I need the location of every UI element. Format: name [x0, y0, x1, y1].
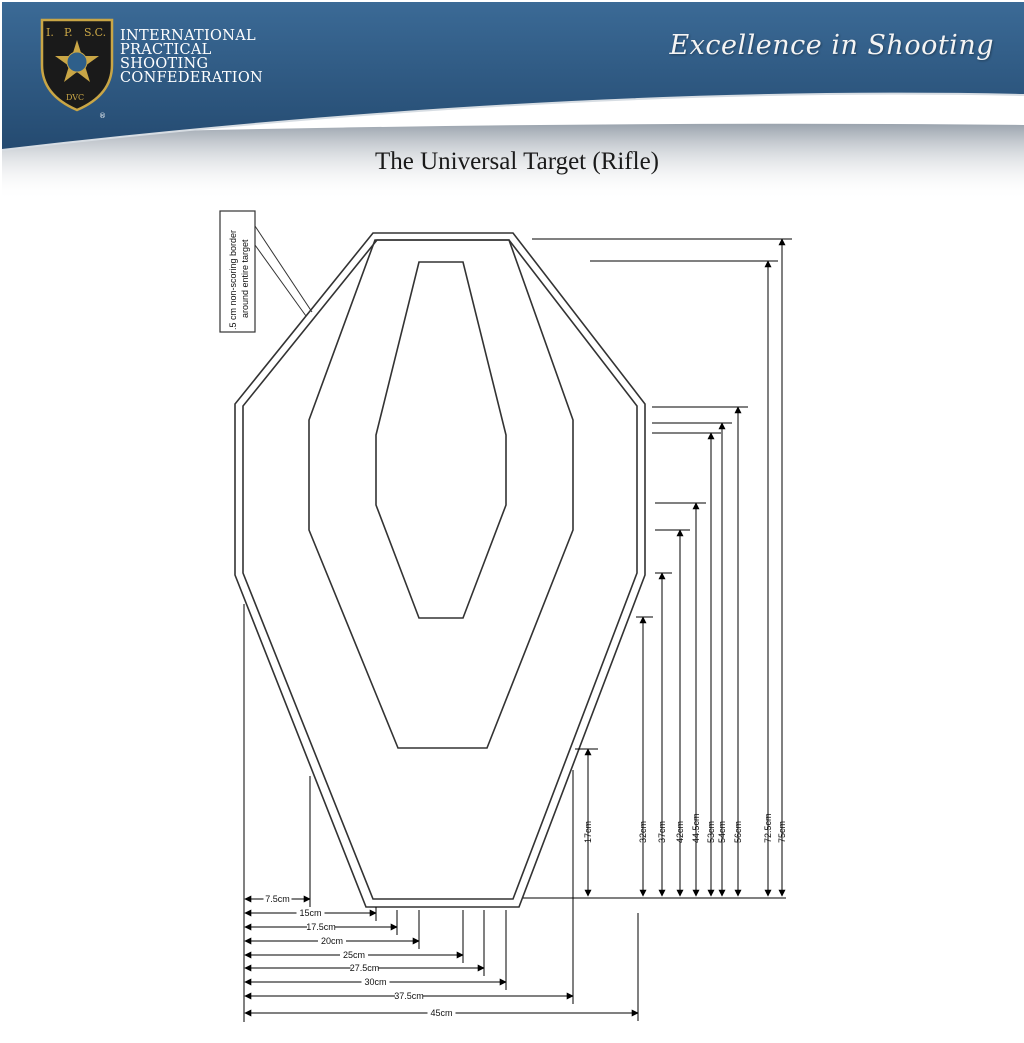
height-label: 44.5cm [691, 813, 701, 843]
scoring-zone-outer [242, 239, 638, 900]
width-label: 17.5cm [306, 922, 336, 932]
tagline: Excellence in Shooting [669, 30, 994, 61]
org-name-line: SHOOTING [120, 56, 209, 72]
callout-text-line2: around entire target [240, 239, 250, 318]
logo-registered: ® [99, 112, 106, 120]
border-callout: .5 cm non-scoring border around entire t… [219, 210, 313, 333]
width-label: 30cm [364, 977, 386, 987]
height-label: 17cm [583, 821, 593, 843]
height-label: 42cm [675, 821, 685, 843]
width-label-backing [395, 990, 423, 1001]
height-label: 72.5cm [763, 813, 773, 843]
page-title: The Universal Target (Rifle) [374, 148, 660, 175]
ipsc-logo-shield: I. P. S.C. DVC ® [40, 18, 114, 120]
scoring-zone-middle [308, 239, 574, 749]
outer-border [234, 232, 646, 908]
width-label: 20cm [321, 936, 343, 946]
width-label-backing [318, 935, 346, 946]
width-label: 7.5cm [265, 894, 290, 904]
height-label: 54cm [717, 821, 727, 843]
logo-initial-p: P. [64, 26, 73, 39]
width-label-backing [427, 1007, 456, 1018]
width-label-backing [361, 976, 390, 987]
org-name-line: PRACTICAL [120, 42, 212, 58]
logo-initial-i: I. [46, 26, 54, 39]
width-label-backing [307, 921, 335, 932]
logo-monogram: DVC [66, 93, 84, 102]
width-label: 27.5cm [350, 963, 380, 973]
org-name-line: CONFEDERATION [120, 70, 263, 86]
height-label: 75cm [777, 821, 787, 843]
width-label: 15cm [299, 908, 321, 918]
header-banner: I. P. S.C. DVC ® [1, 2, 1024, 200]
height-label: 53cm [706, 821, 716, 843]
logo-initial-sc: S.C. [84, 26, 106, 39]
width-label-backing [296, 907, 325, 918]
width-label: 45cm [430, 1008, 452, 1018]
width-label-backing [340, 949, 368, 960]
width-label-backing [263, 893, 292, 904]
width-label: 37.5cm [394, 991, 424, 1001]
width-label: 25cm [343, 950, 365, 960]
height-label: 56cm [733, 821, 743, 843]
height-label: 37cm [657, 821, 667, 843]
width-label-backing [350, 962, 379, 973]
scoring-zone-center [375, 261, 507, 619]
height-label: 32cm [638, 821, 648, 843]
callout-text-line1: .5 cm non-scoring border [228, 230, 238, 330]
org-name: INTERNATIONAL PRACTICAL SHOOTING CONFEDE… [120, 28, 263, 86]
org-name-line: INTERNATIONAL [120, 28, 256, 44]
